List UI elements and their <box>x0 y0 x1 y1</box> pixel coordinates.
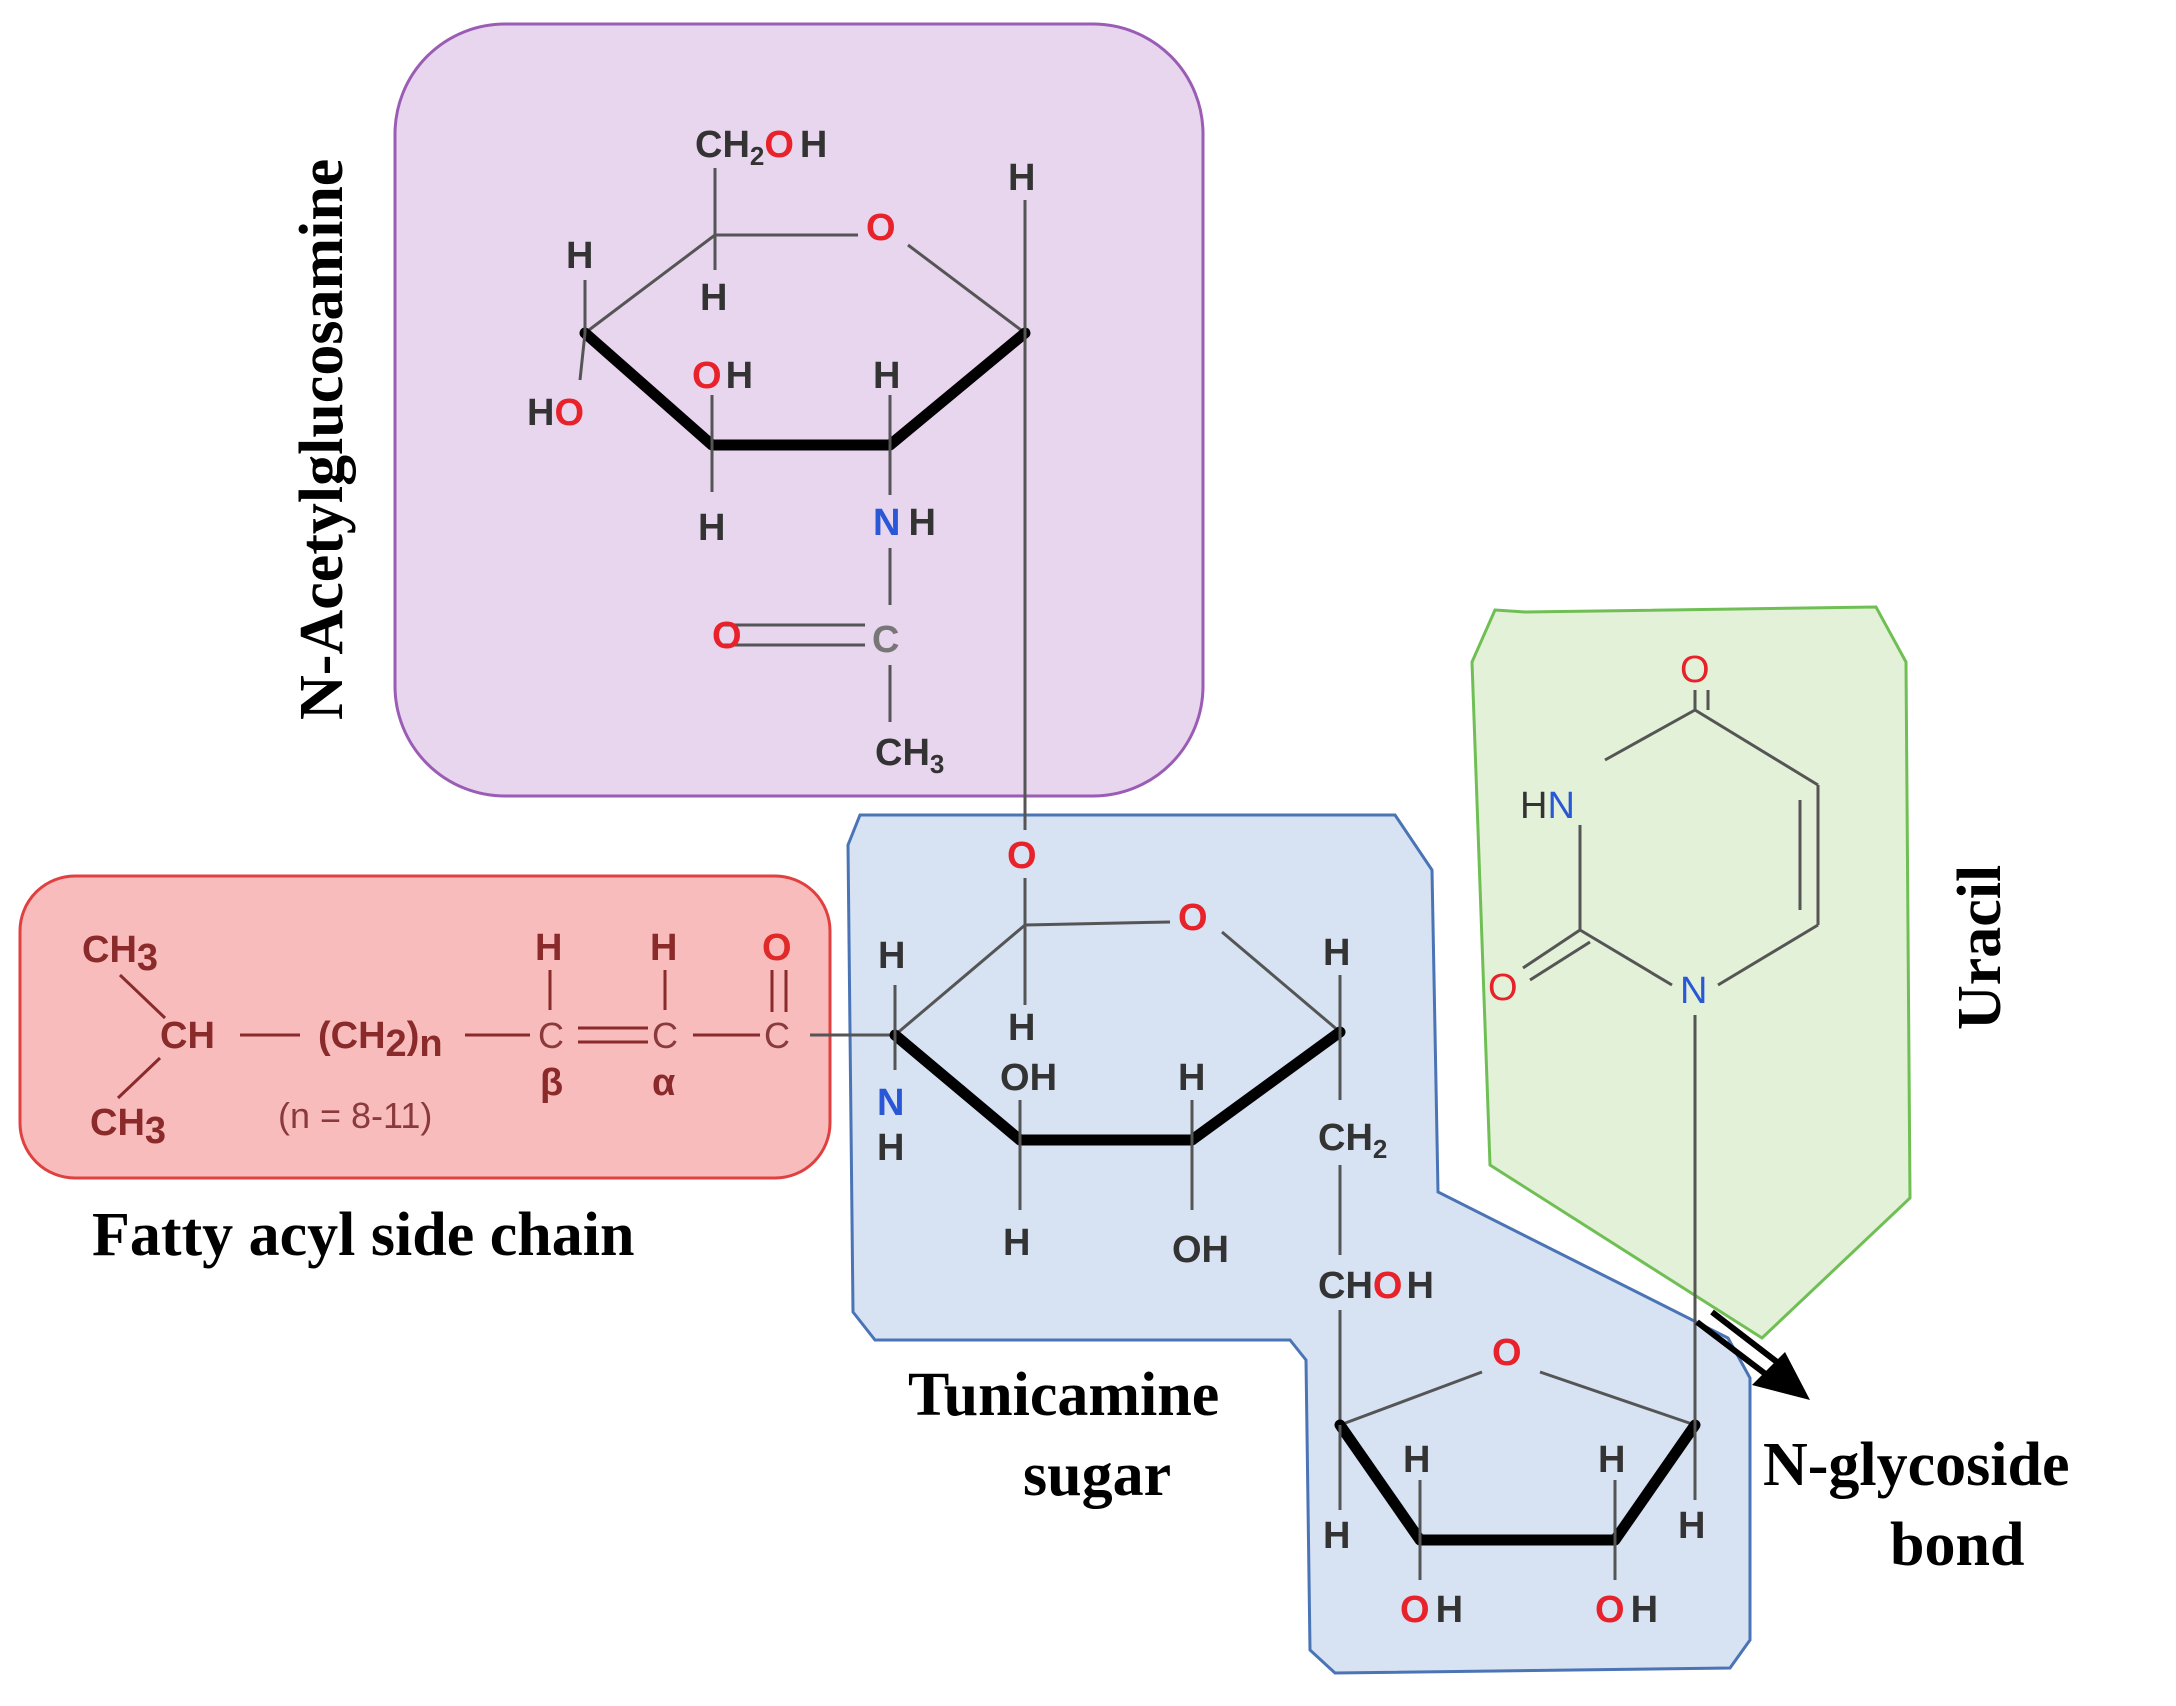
nag-ch3: CH3 <box>875 732 944 779</box>
fatty-ch: CH <box>160 1015 215 1057</box>
tun-h-c3-down: H <box>1003 1222 1030 1264</box>
nag-h-c4: H <box>566 235 593 277</box>
tun-h-c4: H <box>1178 1057 1205 1099</box>
tun-oh-c3: OH <box>1000 1057 1057 1099</box>
fatty-ch3-top: CH3 <box>82 929 158 979</box>
tun-h-c1-down: H <box>1008 1007 1035 1049</box>
fatty-ch3-bottom: CH3 <box>90 1102 166 1152</box>
fatty-acyl-region <box>18 874 832 1180</box>
nag-ho: HO <box>527 392 584 434</box>
tun-nh-h: H <box>877 1127 904 1169</box>
nag-region <box>393 22 1205 798</box>
label-fatty-acyl-side-chain: Fatty acyl side chain <box>92 1201 634 1269</box>
tun-link-oxygen: O <box>1007 835 1037 877</box>
fatty-ch2n: (CH2)n <box>318 1015 443 1065</box>
tun-h-c2-left: H <box>878 935 905 977</box>
label-tunicamine-line2: sugar <box>1023 1441 1171 1509</box>
label-n-glycoside-line1: N-glycoside <box>1763 1431 2070 1499</box>
tunicamine-region <box>846 813 1752 1675</box>
fatty-acyl-molecule: CH3 CH CH3 (CH2)n C H C H C O β α (n = 8… <box>82 927 895 1152</box>
tun-ch2: CH2 <box>1318 1117 1387 1164</box>
uracil-hn: HN <box>1520 785 1575 827</box>
nag-ring-oxygen: O <box>866 207 896 249</box>
uracil-region <box>1470 605 1912 1340</box>
fatty-h-alpha: H <box>650 927 677 969</box>
label-uracil: Uracil <box>1946 865 2014 1030</box>
label-tunicamine-line1: Tunicamine <box>908 1361 1219 1429</box>
furan-h-c1: H <box>1678 1505 1705 1547</box>
fatty-c-alpha: C <box>652 1015 678 1056</box>
uracil-molecule: O HN O N <box>1488 649 1820 1425</box>
tun-oh-c4: OH <box>1172 1229 1229 1271</box>
furan-oxygen: O <box>1492 1332 1522 1374</box>
furan-h-right: H <box>1598 1439 1625 1481</box>
fatty-c-beta: C <box>538 1015 564 1056</box>
nag-h-c2: H <box>873 355 900 397</box>
uracil-o-left: O <box>1488 967 1518 1009</box>
nag-carbonyl-carbon: C <box>872 619 899 661</box>
fatty-n-range: (n = 8-11) <box>278 1095 432 1136</box>
uracil-o-top: O <box>1680 649 1710 691</box>
fatty-h-beta: H <box>535 927 562 969</box>
tun-h-c6: H <box>1323 932 1350 974</box>
nag-carbonyl-oxygen: O <box>712 615 742 657</box>
furan-h-c4: H <box>1323 1515 1350 1557</box>
nag-h-c5: H <box>700 277 727 319</box>
tun-nh-n: N <box>877 1082 904 1124</box>
fatty-beta-label: β <box>540 1062 563 1104</box>
furan-h-left: H <box>1403 1439 1430 1481</box>
nag-h-anomeric: H <box>1008 157 1035 199</box>
fatty-alpha-label: α <box>652 1062 675 1104</box>
label-n-glycoside-line2: bond <box>1890 1511 2024 1579</box>
n-glycoside-arrow <box>1695 1309 1810 1400</box>
label-n-acetylglucosamine: N-Acetylglucosamine <box>288 159 356 720</box>
fatty-o-carbonyl: O <box>762 927 792 969</box>
uracil-n1: N <box>1680 970 1707 1012</box>
tun-ring-oxygen: O <box>1178 897 1208 939</box>
fatty-c-carbonyl: C <box>764 1015 790 1056</box>
nag-h-c3: H <box>698 507 725 549</box>
